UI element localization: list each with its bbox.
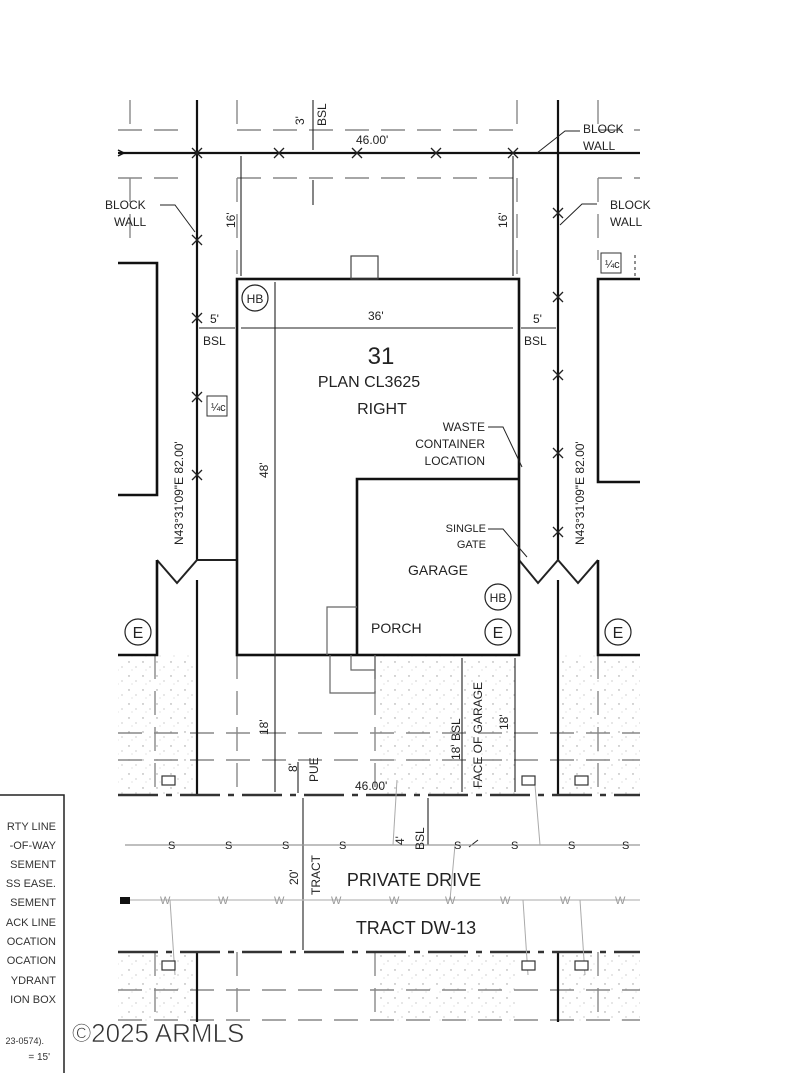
private-drive-label: PRIVATE DRIVE	[347, 870, 481, 890]
porch-outline	[326, 606, 376, 694]
sewer-label: S	[568, 840, 575, 852]
water-label: W	[218, 895, 229, 907]
electric-meter-icon	[484, 618, 512, 646]
pue-depth-dim: 8'	[286, 763, 300, 772]
front-left-dim: 18'	[257, 719, 271, 735]
hose-bib-label: HB	[490, 591, 507, 605]
sewer-label: S	[225, 840, 232, 852]
drive-setback-dim: 4'	[393, 836, 407, 845]
rear-left-dim: 16'	[224, 212, 238, 228]
block-wall-marks	[191, 147, 564, 538]
left-bearing: N43°31'09"E 82.00'	[172, 441, 186, 545]
svg-text:¼c: ¼c	[605, 259, 620, 271]
electric-meter-icon	[604, 618, 632, 646]
sewer-label: S	[622, 840, 629, 852]
hose-bib-label: HB	[247, 292, 264, 306]
side-right-label: BSL	[524, 334, 547, 348]
block-wall-right-label: BLOCK	[610, 198, 651, 212]
block-wall-right-label: WALL	[610, 215, 643, 229]
svg-text:SS EASE.: SS EASE.	[6, 878, 56, 890]
svg-text:23-0574).: 23-0574).	[5, 1036, 44, 1046]
tract-lines	[118, 793, 640, 954]
rear-right-dim: 16'	[496, 212, 510, 228]
waste-container-label: LOCATION	[425, 454, 485, 468]
right-bearing: N43°31'09"E 82.00'	[573, 441, 587, 545]
sewer-label: S	[282, 840, 289, 852]
svg-text:OCATION: OCATION	[7, 955, 56, 967]
sewer-label: S	[339, 840, 346, 852]
block-wall-top-label: WALL	[583, 139, 616, 153]
svg-text:¼c: ¼c	[211, 402, 226, 414]
water-label: W	[445, 895, 456, 907]
property-lines	[118, 100, 640, 1022]
waste-container-label: CONTAINER	[415, 437, 485, 451]
water-label: W	[560, 895, 571, 907]
chimney-box	[350, 255, 379, 280]
waste-container-label: WASTE	[443, 420, 485, 434]
svg-text:ION BOX: ION BOX	[10, 994, 57, 1006]
tract-width-dim: 20'	[287, 869, 301, 885]
garage-label: GARAGE	[408, 562, 468, 578]
right-gate	[518, 558, 599, 585]
svg-text:SEMENT: SEMENT	[10, 859, 56, 871]
meter-box-icons	[161, 775, 589, 971]
single-gate-label: GATE	[457, 539, 486, 551]
landscape-stipple	[118, 655, 640, 1022]
water-valve-icon	[120, 897, 130, 904]
rear-setback-label: BSL	[315, 103, 329, 126]
bottom-width-dim: 46.00'	[355, 779, 387, 793]
pue-label: PUE	[307, 757, 321, 782]
side-left-dim: 5'	[210, 312, 219, 326]
svg-text:RTY LINE: RTY LINE	[7, 821, 56, 833]
front-bsl-dim: 18' BSL	[449, 718, 463, 760]
block-wall-top-label: BLOCK	[583, 122, 624, 136]
sewer-label: S	[511, 840, 518, 852]
electric-label: E	[493, 625, 504, 642]
neighbor-houses	[118, 261, 640, 657]
front-right-dim: 18'	[497, 714, 511, 730]
water-label: W	[274, 895, 285, 907]
trash-icon: ¼c ¼c	[206, 252, 622, 417]
house-width-dim: 36'	[368, 309, 384, 323]
left-gate	[156, 559, 237, 585]
svg-text:= 15': = 15'	[28, 1052, 50, 1063]
plan-name: PLAN CL3625	[318, 374, 420, 391]
electric-meter-icon	[124, 618, 152, 646]
svg-text:-OF-WAY: -OF-WAY	[10, 840, 57, 852]
lot-number: 31	[368, 343, 395, 370]
tract-name-label: TRACT DW-13	[356, 918, 476, 938]
water-label: W	[615, 895, 626, 907]
top-width-dim: 46.00'	[356, 133, 388, 147]
electric-label: E	[133, 625, 144, 642]
water-label: W	[160, 895, 171, 907]
svg-text:YDRANT: YDRANT	[11, 975, 57, 987]
hose-bib-icon	[241, 284, 269, 312]
hose-bib-icon	[484, 583, 512, 611]
porch-label: PORCH	[371, 620, 422, 636]
legend: RTY LINE -OF-WAY SEMENT SS EASE. SEMENT …	[0, 794, 65, 1073]
tract-dim-label: TRACT	[309, 854, 323, 895]
svg-text:SEMENT: SEMENT	[10, 897, 56, 909]
sewer-label: S	[454, 840, 461, 852]
drive-setback-label: BSL	[413, 827, 427, 850]
house-depth-dim: 48'	[257, 462, 271, 478]
sewer-label: S	[168, 840, 175, 852]
block-wall-left-label: BLOCK	[105, 198, 146, 212]
electric-label: E	[613, 625, 624, 642]
svg-text:OCATION: OCATION	[7, 936, 56, 948]
water-label: W	[500, 895, 511, 907]
rear-setback-dim: 3'	[293, 116, 307, 125]
face-of-garage-label: FACE OF GARAGE	[471, 682, 485, 788]
water-label: W	[389, 895, 400, 907]
single-gate-label: SINGLE	[446, 523, 486, 535]
block-wall-left-label: WALL	[114, 215, 147, 229]
plan-orientation: RIGHT	[357, 401, 407, 418]
svg-text:ACK LINE: ACK LINE	[6, 917, 56, 929]
watermark: ©2025 ARMLS	[72, 1018, 244, 1048]
side-left-label: BSL	[203, 334, 226, 348]
water-label: W	[331, 895, 342, 907]
side-right-dim: 5'	[533, 312, 542, 326]
